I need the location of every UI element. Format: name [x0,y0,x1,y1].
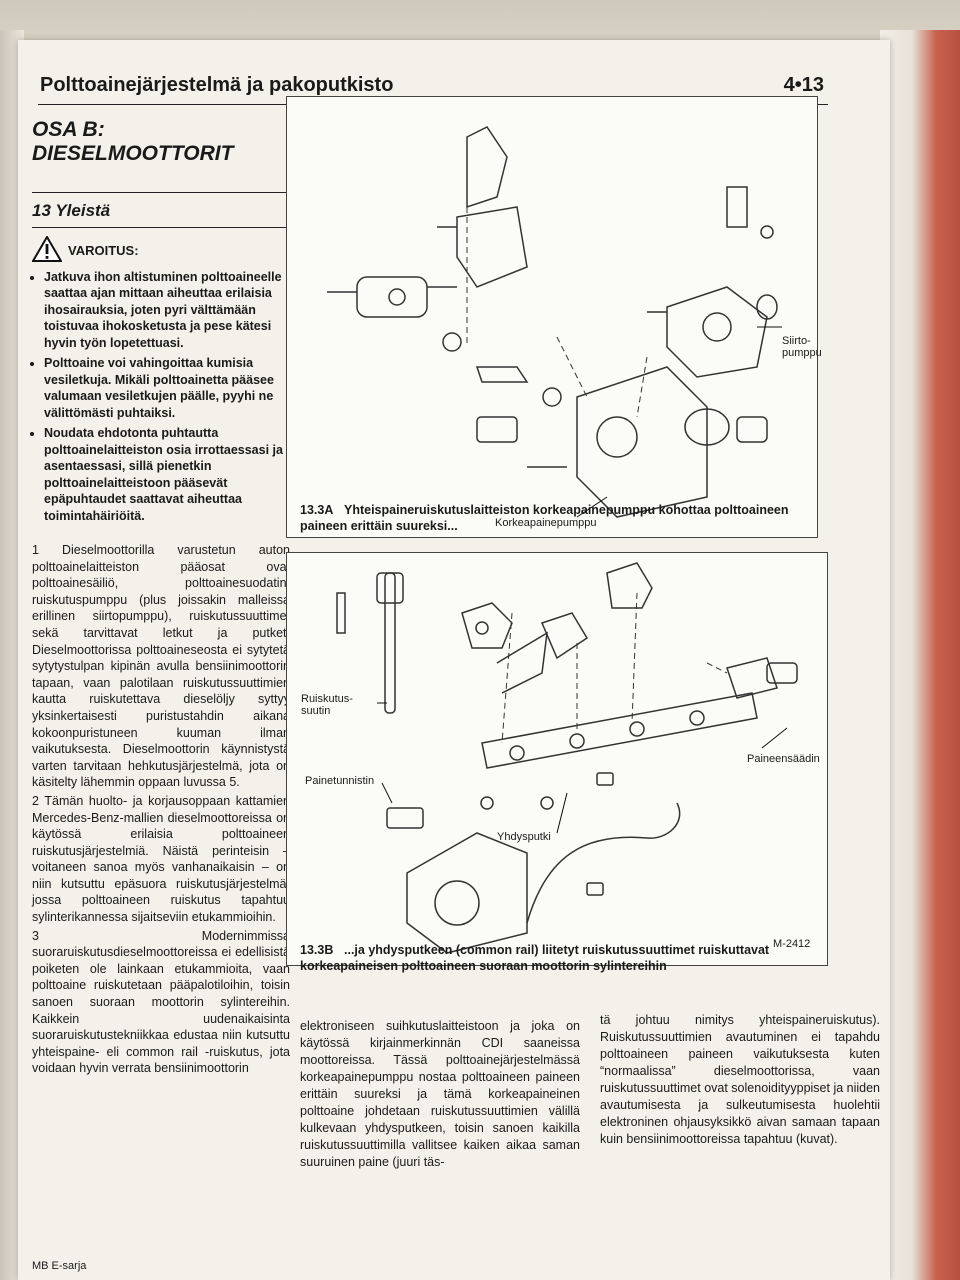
warning-list: Jatkuva ihon altistuminen polttoaineelle… [32,269,290,525]
middle-column-text: elektroniseen suihkutuslaitteistoon ja j… [300,1019,580,1169]
section-line1: OSA B: [32,118,105,141]
left-column: OSA B: DIESELMOOTTORIT 13 Yleistä VAROIT… [31,118,290,1079]
right-column-text: tä johtuu nimitys yhteispaineruiskutus).… [600,1013,881,1146]
divider [32,227,290,228]
label-injector: Ruiskutus- suutin [301,693,353,717]
paragraph-2: 2 Tämän huolto- ja korjausoppaan kattami… [32,793,290,925]
paragraph-1: 1 Dieselmoottorilla varustetun auton pol… [32,543,290,790]
label-pressure-sensor: Painetunnistin [305,775,375,787]
warning-bullet: Jatkuva ihon altistuminen polttoaineelle… [44,269,290,352]
header-title: Polttoainejärjestelmä ja pakoputkisto [40,74,394,96]
caption-text: Yhteispaineruiskutuslaitteiston korkeapa… [300,503,789,533]
label-transfer-pump: Siirto- pumppu [782,335,822,359]
hp-pump-exploded-drawing [327,126,782,518]
warning-triangle-icon [31,235,63,267]
figure-13-3a: Siirto- pumppu Korkeapainepumppu [286,96,822,538]
caption-number: 13.3B [300,943,334,957]
common-rail-exploded-drawing [336,562,798,954]
figure-code: M-2412 [773,938,811,950]
label-regulator: Paineensäädin [747,753,820,765]
caption-text: ...ja yhdysputkeen (common rail) liitety… [300,943,770,973]
caption-13-3b: 13.3B...ja yhdysputkeen (common rail) li… [300,942,860,974]
warning-box: VAROITUS: Jatkuva ihon altistuminen polt… [31,235,290,525]
label-rail: Yhdysputki [497,831,551,843]
book-page: Polttoainejärjestelmä ja pakoputkisto 4•… [18,40,890,1280]
section-line2: DIESELMOOTTORIT [32,142,234,165]
warning-title: VAROITUS: [68,243,139,258]
warning-bullet: Polttoaine voi vahingoittaa kumisia vesi… [44,355,290,421]
warning-bullet: Noudata ehdotonta puhtautta polttoainela… [44,425,290,524]
divider [32,192,290,193]
label-hp-pump: Korkeapainepumppu [495,517,597,529]
figure-13-3b: Ruiskutus- suutin Painetunnistin Yhdyspu… [286,552,828,966]
subheading: 13 Yleistä [32,201,111,220]
book-edge [880,30,960,1280]
paragraph-3: 3 Modernimmissa suoraruiskutusdieselmoot… [32,928,290,1076]
page-number: 4•13 [783,74,824,96]
section-title: OSA B: DIESELMOOTTORIT [32,118,290,166]
footer: MB E-sarja [32,1260,87,1272]
caption-number: 13.3A [300,503,334,517]
